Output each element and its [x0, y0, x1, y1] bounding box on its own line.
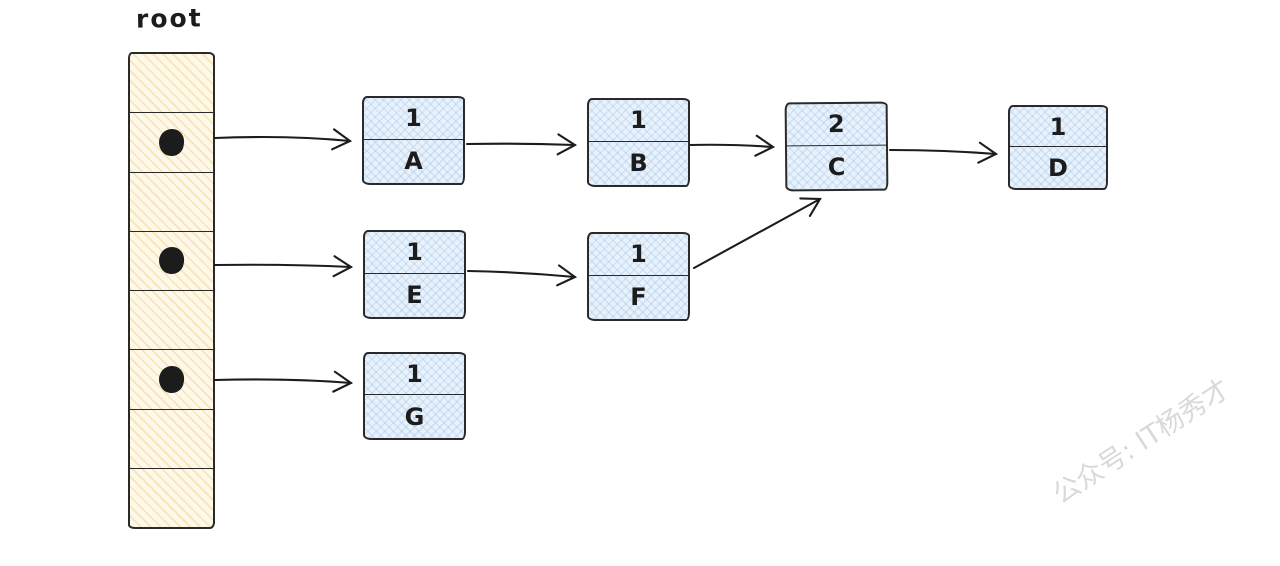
node-value: E [406, 281, 423, 310]
array-cell-7 [130, 469, 213, 527]
root-array-label: root [135, 3, 203, 34]
array-cell-5 [130, 350, 213, 410]
node-value: F [630, 283, 647, 312]
pointer-dot-icon [157, 127, 186, 158]
node-value: B [629, 149, 648, 178]
watermark-text: 公众号: IT杨秀才 [1047, 373, 1236, 511]
node-value: D [1048, 153, 1068, 182]
node-a: 1 A [362, 96, 465, 185]
pointer-dot-icon [157, 245, 186, 276]
array-cell-0 [130, 54, 213, 114]
node-count: 2 [786, 103, 886, 147]
array-cell-2 [130, 173, 213, 232]
pointer-dot-icon [157, 364, 186, 395]
node-value: G [404, 402, 425, 431]
node-count: 1 [365, 354, 464, 396]
node-value: C [827, 153, 846, 182]
array-cell-3 [130, 232, 213, 291]
node-f: 1 F [587, 232, 690, 321]
node-c: 2 C [784, 101, 889, 192]
node-count: 1 [364, 98, 463, 140]
arrow-e-to-f [466, 264, 578, 287]
node-d: 1 D [1008, 105, 1108, 190]
node-count: 1 [365, 232, 464, 274]
node-count: 1 [1010, 107, 1106, 148]
arrow-a-to-b [465, 133, 578, 156]
arrow-root-to-e [213, 255, 354, 278]
node-count: 1 [589, 234, 688, 276]
arrow-c-to-d [888, 141, 999, 164]
array-cell-4 [130, 291, 213, 351]
array-cell-1 [130, 113, 213, 173]
node-b: 1 B [587, 98, 690, 187]
node-count: 1 [589, 100, 688, 142]
arrow-root-to-g [213, 370, 354, 393]
arrow-root-to-a [213, 128, 353, 151]
node-g: 1 G [363, 352, 466, 440]
arrow-f-to-c [692, 197, 822, 270]
array-cell-6 [130, 410, 213, 469]
node-e: 1 E [363, 230, 466, 319]
arrow-b-to-c [686, 134, 776, 157]
node-value: A [404, 147, 423, 176]
root-pointer-array [128, 52, 215, 529]
